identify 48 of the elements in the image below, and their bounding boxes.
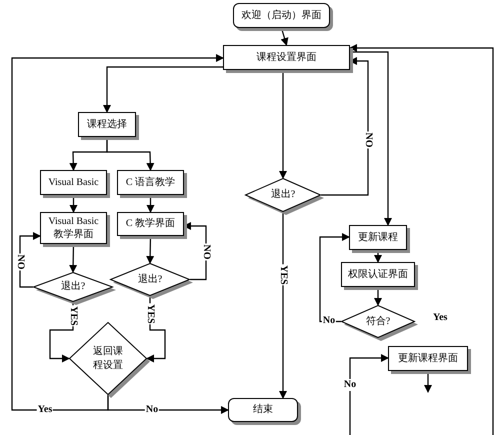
node-label: 更新课程界面 [398, 352, 458, 366]
process-box [117, 212, 184, 236]
arrow [374, 287, 382, 306]
process-box [223, 45, 350, 70]
node-label: 课程选择 [87, 118, 127, 132]
node-label: Visual Basic [48, 176, 99, 190]
process-box [349, 225, 407, 250]
node-label: 权限认证界面 [348, 268, 408, 282]
decision-diamond [245, 178, 321, 212]
arrow [424, 371, 432, 393]
node-label: 结束 [253, 403, 273, 417]
arrow [49, 302, 74, 362]
node-label: 退出? [270, 188, 296, 202]
node-label: C 教学界面 [126, 217, 176, 231]
terminal-box [233, 3, 330, 28]
process-box [117, 170, 184, 195]
decision-diamond [33, 272, 113, 302]
node-label: C 语言教学 [126, 176, 176, 190]
node-label: 返回课程设置 [92, 345, 124, 372]
arrow [279, 70, 287, 179]
process-box [40, 170, 107, 195]
process-box [388, 346, 468, 371]
arrow [146, 296, 166, 362]
arrow [11, 54, 224, 411]
arrow [319, 233, 350, 322]
process-box [341, 262, 415, 287]
edge-label: No [342, 379, 358, 391]
terminal-box [228, 398, 298, 422]
process-box [78, 112, 136, 137]
arrow [107, 395, 229, 414]
node-label: 符合? [366, 314, 390, 328]
process-box [40, 212, 107, 244]
decision-diamond [341, 305, 415, 338]
node-label: 更新课程 [358, 230, 398, 244]
arrow [103, 66, 223, 113]
node-label: 课程设置界面 [256, 50, 316, 64]
node-label: 退出? [138, 272, 162, 286]
node-label: Visual Basic 教学界面 [47, 214, 100, 242]
node-label: 退出? [60, 280, 86, 294]
arrow [19, 232, 41, 288]
node-label: 欢迎（启动）界面 [242, 8, 322, 22]
arrow [349, 354, 389, 435]
arrow [321, 57, 369, 196]
decision-diamond [110, 263, 190, 296]
arrow [350, 51, 392, 226]
arrow [349, 44, 494, 435]
arrow [106, 137, 154, 171]
arrow [279, 212, 287, 399]
